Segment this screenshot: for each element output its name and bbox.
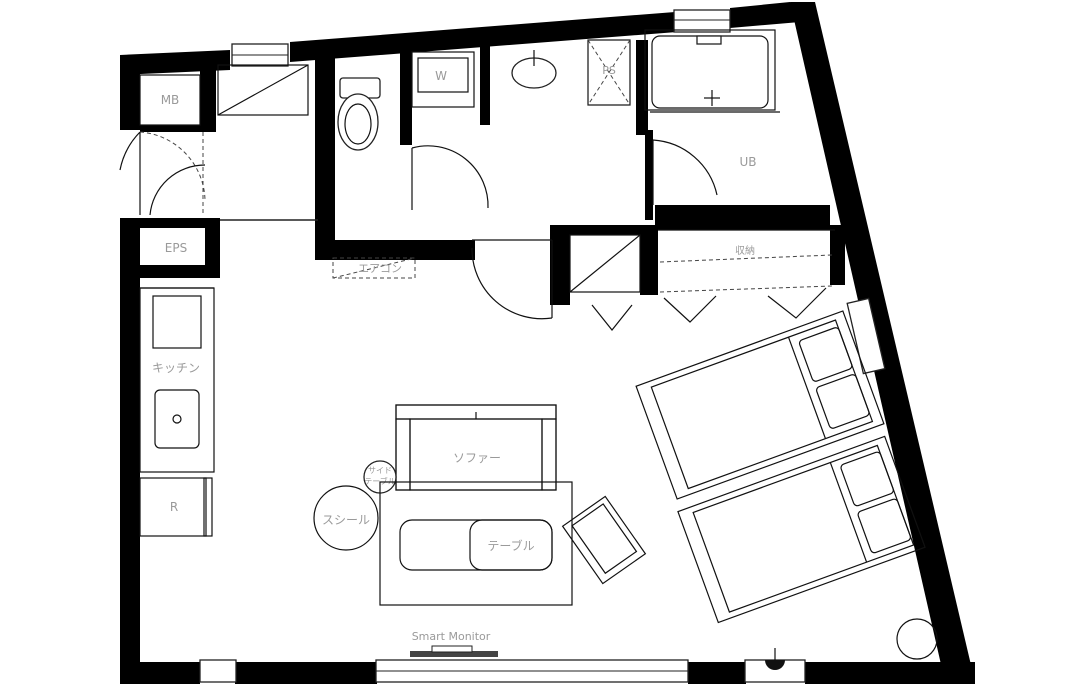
- storage-closet: 収納: [658, 229, 835, 323]
- sofa: ソファー: [395, 404, 557, 491]
- aircon-label: エアコン: [358, 262, 402, 275]
- bed-upper: [635, 310, 885, 500]
- side-table: サイド テーブル: [363, 460, 397, 494]
- refrigerator-label: R: [170, 500, 178, 514]
- armchair: [561, 495, 647, 585]
- smart-monitor-label: Smart Monitor: [412, 630, 491, 643]
- outlet-icon: [765, 648, 785, 670]
- storage-closet-left: [569, 234, 641, 331]
- kitchen: キッチン: [139, 287, 215, 473]
- mb-label: MB: [161, 93, 180, 107]
- closet-label: 収納: [735, 244, 755, 257]
- interior-walls: [120, 40, 845, 305]
- entrance: [119, 64, 309, 216]
- side-table-label-1: サイド: [368, 466, 392, 475]
- ps-label: PS: [602, 64, 616, 77]
- pipe-space: PS: [587, 39, 631, 106]
- smart-monitor: Smart Monitor: [410, 630, 498, 657]
- unit-bath: UB: [644, 29, 780, 205]
- washer-label: W: [435, 69, 447, 83]
- wash-basin: [511, 50, 557, 89]
- round-stool: [896, 618, 938, 660]
- kitchen-label: キッチン: [152, 361, 200, 375]
- corridor-door: [471, 239, 553, 320]
- cushion-label: スシール: [322, 513, 370, 527]
- table: テーブル: [399, 519, 553, 571]
- ub-label: UB: [739, 155, 756, 169]
- eps-label: EPS: [165, 241, 187, 255]
- washer: W: [411, 51, 475, 108]
- toilet: [337, 77, 489, 210]
- cushion: スシール: [313, 485, 379, 551]
- exterior-walls: [120, 2, 975, 684]
- windows: [199, 9, 886, 683]
- bed-lower: [677, 435, 926, 624]
- side-table-label-2: テーブル: [364, 476, 396, 486]
- mb-box: MB: [139, 74, 201, 126]
- refrigerator: R: [139, 477, 213, 537]
- sofa-label: ソファー: [453, 451, 501, 465]
- rug: [379, 481, 573, 606]
- eps-box: EPS: [165, 241, 187, 255]
- table-label: テーブル: [487, 538, 534, 553]
- air-conditioner: エアコン: [332, 257, 416, 279]
